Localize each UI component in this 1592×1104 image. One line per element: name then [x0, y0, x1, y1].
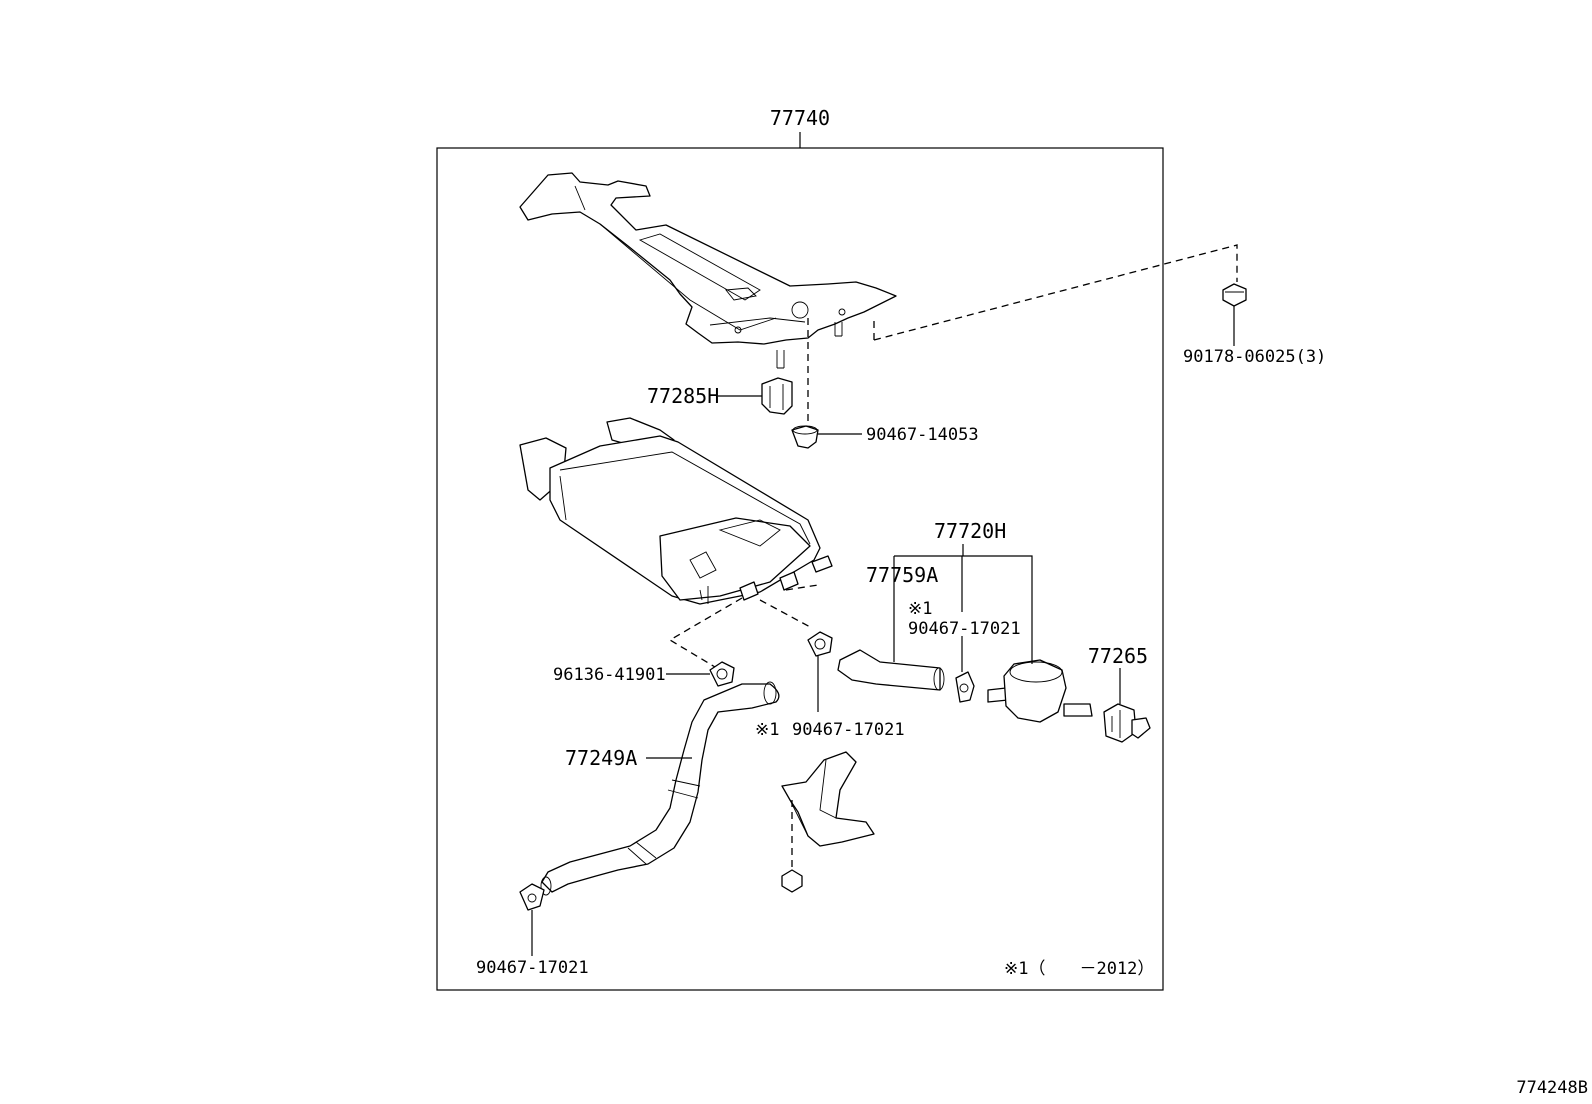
label-77720H: 77720H	[934, 519, 1006, 543]
connector-77265	[1103, 703, 1151, 743]
hose-clamp-bottom-90467-17021	[519, 883, 545, 911]
valve-77720H-bracket	[893, 555, 1033, 664]
grommet-clip-90467-14053	[791, 425, 819, 449]
label-77285H: 77285H	[647, 384, 719, 408]
mark-lower: ※1	[755, 720, 779, 740]
vsv-valve-77720H	[987, 659, 1093, 723]
label-90467-17021-lower: 90467-17021	[792, 720, 905, 740]
nut-dash-route	[873, 244, 1238, 341]
label-77759A: 77759A	[866, 563, 938, 587]
footnote-applicability: ※1（ －2012）	[1004, 959, 1154, 979]
label-77265: 77265	[1088, 644, 1148, 668]
hose-clamp-upper-90467-17021	[955, 671, 975, 703]
label-90467-17021-bottom: 90467-17021	[476, 958, 589, 978]
charcoal-canister-part	[519, 417, 833, 605]
label-90467-17021-upper: 90467-17021	[908, 619, 1021, 639]
hose-clamp-96136-41901	[709, 661, 735, 687]
canister-port-dash-3	[785, 584, 819, 591]
hose-clamp-lower-90467-17021	[807, 631, 833, 657]
hose-77759A	[837, 649, 945, 691]
label-90467-14053: 90467-14053	[866, 425, 979, 445]
assembly-number-label: 77740	[770, 106, 830, 130]
hose-77249A	[540, 681, 780, 896]
bracket-bolt	[781, 869, 803, 893]
canister-port-dash-1	[668, 597, 743, 671]
label-96136-41901: 96136-41901	[553, 665, 666, 685]
canister-bracket-part	[519, 172, 897, 369]
bracket-clip-77285H	[761, 377, 793, 415]
label-90178-06025: 90178-06025(3)	[1183, 347, 1326, 367]
mark-upper: ※1	[908, 599, 932, 619]
label-77249A: 77249A	[565, 746, 637, 770]
hex-nut-90178	[1222, 283, 1247, 307]
canister-port-dash-2	[759, 599, 813, 629]
canister-lower-bracket	[781, 751, 875, 847]
figure-id-label: 774248B	[1516, 1078, 1588, 1098]
